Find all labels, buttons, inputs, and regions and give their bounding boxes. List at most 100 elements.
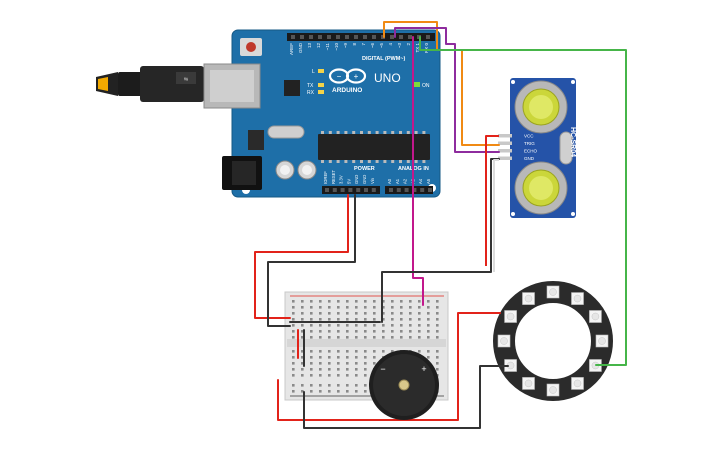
breadboard-hole <box>373 356 376 359</box>
sensor-pin-label: ECHO <box>524 149 538 154</box>
digital-pin-label: 12 <box>316 43 321 49</box>
digital-pin-hole <box>426 35 430 39</box>
breadboard-hole <box>364 318 367 321</box>
digital-pin-label: 8 <box>352 43 357 46</box>
sensor-pin <box>498 149 512 153</box>
sensor-model-label: HC-SR04 <box>569 127 576 157</box>
breadboard-hole <box>346 318 349 321</box>
breadboard-hole <box>310 384 313 387</box>
breadboard-hole <box>301 350 304 353</box>
breadboard-hole <box>310 356 313 359</box>
breadboard-hole <box>337 350 340 353</box>
power-pin-hole <box>364 188 368 192</box>
buzzer-minus-label: − <box>380 364 385 374</box>
breadboard-hole <box>391 306 394 309</box>
breadboard-hole <box>427 356 430 359</box>
sensor-pin-label: GND <box>524 156 535 161</box>
breadboard-hole <box>301 368 304 371</box>
breadboard-hole <box>337 318 340 321</box>
breadboard-hole <box>355 390 358 393</box>
atmega-chip <box>318 131 430 163</box>
breadboard-hole <box>328 330 331 333</box>
breadboard-hole <box>301 390 304 393</box>
breadboard-hole <box>355 336 358 339</box>
analog-pin-hole <box>412 188 417 192</box>
piezo-buzzer: − + <box>369 350 439 420</box>
breadboard-hole <box>436 368 439 371</box>
breadboard-hole <box>310 330 313 333</box>
digital-pin-label: AREF <box>289 43 294 55</box>
power-pin-hole <box>348 188 353 192</box>
breadboard-hole <box>292 318 295 321</box>
breadboard-hole <box>364 356 367 359</box>
breadboard-hole <box>301 384 304 387</box>
breadboard-hole <box>436 350 439 353</box>
digital-pin-label: ~10 <box>334 43 339 51</box>
wire-red-5v <box>254 194 349 319</box>
breadboard-hole <box>409 300 412 303</box>
breadboard-hole <box>364 362 367 365</box>
breadboard-hole <box>391 312 394 315</box>
usb-cable: ⇆ <box>96 66 204 102</box>
breadboard-hole <box>328 356 331 359</box>
sensor-pin-label: VCC <box>524 134 534 139</box>
breadboard-hole <box>319 300 322 303</box>
power-pin-hole <box>325 188 329 192</box>
digital-pin-hole <box>363 35 367 39</box>
brand-label: ARDUINO <box>332 87 362 94</box>
breadboard-hole <box>319 312 322 315</box>
breadboard-hole <box>310 300 313 303</box>
breadboard-hole <box>310 390 313 393</box>
breadboard-hole <box>301 306 304 309</box>
power-pin-label: GND <box>354 175 359 184</box>
led-on-label: ON <box>422 83 430 89</box>
reset-button[interactable] <box>240 38 262 56</box>
breadboard-hole <box>355 362 358 365</box>
breadboard-hole <box>292 356 295 359</box>
breadboard-hole <box>400 318 403 321</box>
power-pin-hole <box>332 188 337 192</box>
breadboard-hole <box>364 312 367 315</box>
breadboard-hole <box>310 350 313 353</box>
digital-pin-label: ~3 <box>397 43 402 49</box>
breadboard-hole <box>436 300 439 303</box>
svg-text:−: − <box>337 72 342 81</box>
digital-header <box>287 33 435 41</box>
breadboard-hole <box>373 330 376 333</box>
wire-white-sensor-gnd <box>493 159 499 272</box>
breadboard-hole <box>373 312 376 315</box>
breadboard-hole <box>310 374 313 377</box>
breadboard-hole <box>355 384 358 387</box>
sensor-pin <box>498 156 512 160</box>
wires <box>254 21 627 429</box>
breadboard-hole <box>373 306 376 309</box>
breadboard-hole <box>346 312 349 315</box>
breadboard-hole <box>346 368 349 371</box>
digital-pin-label: 7 <box>361 43 366 46</box>
breadboard-hole <box>400 312 403 315</box>
breadboard-hole <box>337 300 340 303</box>
breadboard-hole <box>355 318 358 321</box>
wire-green-ring-data <box>419 36 627 366</box>
breadboard-hole <box>355 374 358 377</box>
breadboard-hole <box>355 350 358 353</box>
analog-pin-hole <box>428 188 432 192</box>
breadboard-hole <box>409 312 412 315</box>
power-pin-label: GND <box>362 175 367 184</box>
breadboard-hole <box>427 306 430 309</box>
analog-pin-label: A0 <box>387 178 392 184</box>
breadboard-hole <box>373 350 376 353</box>
analog-pin-hole <box>404 188 409 192</box>
breadboard-hole <box>427 350 430 353</box>
breadboard-hole <box>328 318 331 321</box>
breadboard-hole <box>418 350 421 353</box>
buzzer-plus-label: + <box>421 364 426 374</box>
breadboard-hole <box>346 306 349 309</box>
breadboard-hole <box>400 300 403 303</box>
breadboard-hole <box>328 300 331 303</box>
transmitter-icon <box>514 80 568 134</box>
breadboard-hole <box>409 318 412 321</box>
